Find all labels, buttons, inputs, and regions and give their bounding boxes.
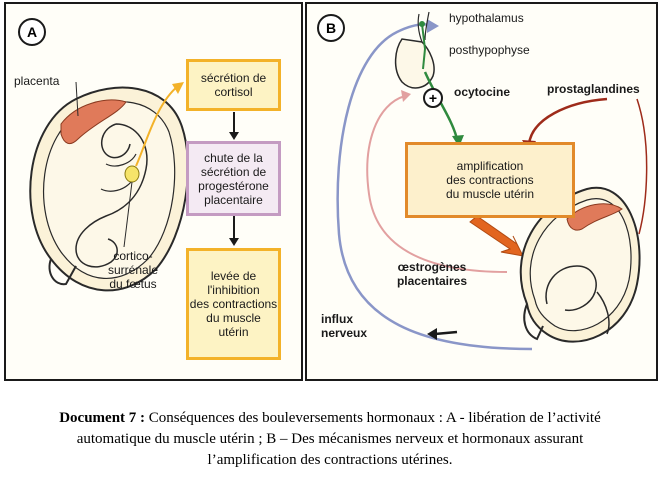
- adrenal-gland: [124, 165, 140, 183]
- ocytocine-arrow: [423, 71, 459, 140]
- placenta-b: [566, 203, 623, 231]
- label-influx-nerveux: influx nerveux: [321, 312, 368, 340]
- panel-a: A placenta cortico- surrénale du fœtus s…: [4, 2, 303, 381]
- label-prostaglandines: prostaglandines: [547, 82, 640, 96]
- fetus: [75, 123, 148, 268]
- figure-caption: Document 7 : Conséquences des bouleverse…: [0, 408, 660, 471]
- caption-line-2: automatique du muscle utérin ; B – Des m…: [76, 431, 584, 447]
- label-oestrogenes: œstrogènes placentaires: [396, 260, 468, 288]
- label-ocytocine: ocytocine: [454, 85, 511, 99]
- nerve-influx-loop: [336, 23, 533, 351]
- caption-line-1: Conséquences des bouleversements hormona…: [145, 410, 601, 426]
- panel-a-illustration: [29, 81, 239, 292]
- oestrogen-loop: [366, 95, 508, 273]
- badge-a: A: [18, 18, 46, 46]
- label-corticosurrenale: cortico- surrénale du fœtus: [107, 249, 159, 291]
- fetus-b: [545, 265, 610, 335]
- prostaglandines-arrow: [527, 97, 608, 145]
- caption-title: Document 7 :: [59, 410, 146, 426]
- box-chute-progesterone: chute de la sécrétion de progestérone pl…: [186, 141, 281, 216]
- label-posthypophyse: posthypophyse: [449, 43, 530, 57]
- panel-b-illustration: [336, 11, 648, 351]
- panel-b: B hypothalamus posthypophyse ocytocine p…: [305, 2, 658, 381]
- cortisol-arrow: [135, 85, 179, 167]
- label-placenta: placenta: [14, 74, 60, 88]
- label-hypothalamus: hypothalamus: [449, 11, 524, 25]
- amplification-arrow: [469, 215, 524, 257]
- box-levee-inhibition: levée de l'inhibition des contractions d…: [186, 248, 281, 360]
- caption-line-3: l’amplification des contractions utérine…: [207, 452, 453, 468]
- box-secretion-cortisol: sécrétion de cortisol: [186, 59, 281, 111]
- plus-sign: +: [423, 88, 443, 108]
- badge-b: B: [317, 14, 345, 42]
- cervix: [48, 258, 77, 286]
- box-amplification: amplification des contractions du muscle…: [405, 142, 575, 218]
